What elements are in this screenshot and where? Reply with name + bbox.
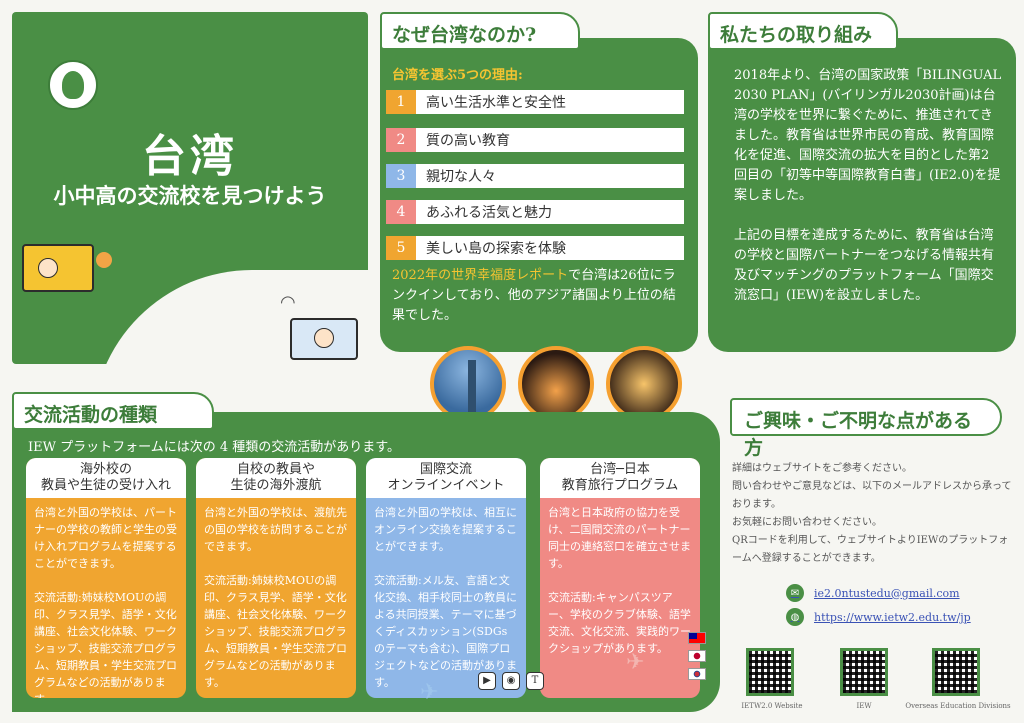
reason-number: 3: [386, 164, 416, 188]
wifi-icon: ◠: [280, 292, 296, 313]
card-description: 台湾と外国の学校は、パートナーの学校の教師と学生の受け入れプログラムを提案するこ…: [34, 506, 177, 570]
bubble-tea-photo: [606, 346, 682, 422]
report-link-text: 2022年の世界幸福度レポート: [392, 268, 569, 283]
email-link[interactable]: ie2.0ntustedu@gmail.com: [814, 586, 960, 600]
card-title-line-1: 自校の教員や: [236, 462, 315, 477]
qr-code-iew[interactable]: [840, 648, 888, 696]
card-title-line-2: 教育旅行プログラム: [561, 478, 679, 493]
initiatives-body: 2018年より、台湾の国家政策「BILINGUAL 2030 PLAN」(バイリ…: [734, 66, 1002, 306]
qr-label: IEW: [856, 702, 872, 710]
qr-label: IETW2.0 Website: [741, 702, 803, 710]
contact-line: 詳細はウェブサイトをご参考ください。: [732, 463, 912, 474]
contact-line: お気軽にお問い合わせください。: [732, 517, 882, 528]
contact-heading: ご興味・ご不明な点がある方: [730, 398, 1002, 459]
webex-icon: ◉: [502, 672, 520, 690]
taiwan-flag-icon: [688, 632, 706, 644]
reason-text: 高い生活水準と安全性: [426, 95, 566, 111]
reason-text: 美しい島の探索を体験: [426, 241, 566, 257]
email-icon: ✉: [786, 584, 804, 602]
card-online-events: 国際交流オンラインイベント 台湾と外国の学校は、相互にオンライン交換を提案するこ…: [366, 458, 526, 698]
reason-number: 4: [386, 200, 416, 224]
reason-item: 2 質の高い教育: [386, 128, 684, 152]
korea-flag-icon: [688, 668, 706, 680]
reason-number: 1: [386, 90, 416, 114]
happiness-report-note: 2022年の世界幸福度レポートで台湾は26位にランクインしており、他のアジア諸国…: [392, 266, 682, 326]
reason-number: 2: [386, 128, 416, 152]
card-description: 台湾と外国の学校は、渡航先の国の学校を訪問することができます。: [204, 506, 347, 553]
card-title-line-2: オンラインイベント: [387, 478, 505, 493]
person-laptop-illustration-icon: [22, 244, 94, 292]
card-title-line-2: 生徒の海外渡航: [230, 478, 322, 493]
qr-code-ietw-website[interactable]: [746, 648, 794, 696]
initiatives-paragraph-1: 2018年より、台湾の国家政策「BILINGUAL 2030 PLAN」(バイリ…: [734, 68, 1002, 203]
card-title-line-1: 国際交流: [419, 462, 472, 477]
reasons-lead: 台湾を選ぶ5つの理由:: [392, 68, 523, 83]
google-meet-icon: ▶: [478, 672, 496, 690]
initiatives-heading: 私たちの取り組み: [708, 12, 898, 50]
japan-flag-icon: [688, 650, 706, 662]
card-hosting: 海外校の教員や生徒の受け入れ 台湾と外国の学校は、パートナーの学校の教師と学生の…: [26, 458, 186, 698]
card-activities: 交流活動:姉妹校MOUの調印、クラス見学、語学・文化講座、社会文化体験、ワークシ…: [204, 574, 347, 689]
sky-lantern-photo: [518, 346, 594, 422]
airplane-icon: ✈: [420, 680, 439, 705]
initiatives-panel: [708, 38, 1016, 352]
why-taiwan-heading: なぜ台湾なのか?: [380, 12, 580, 50]
hero-title: 台湾: [142, 131, 238, 182]
reason-item: 3 親切な人々: [386, 164, 684, 188]
card-title-line-2: 教員や生徒の受け入れ: [40, 478, 171, 493]
card-activities: 交流活動:姉妹校MOUの調印、クラス見学、語学・文化講座、社会文化体験、ワークシ…: [34, 591, 177, 698]
reason-item: 1 高い生活水準と安全性: [386, 90, 684, 114]
card-activities: 交流活動:メル友、言語と文化交換、相手校同士の教員による共同授業、テーマに基づく…: [374, 574, 517, 689]
report-note-text: で台湾は26位にランクインしており、他のアジア諸国より上位の結果でした。: [392, 268, 676, 323]
qr-code-overseas-divisions[interactable]: [932, 648, 980, 696]
reason-number: 5: [386, 236, 416, 260]
website-row[interactable]: ◍ https://www.ietw2.edu.tw/jp: [786, 608, 971, 626]
exchange-types-heading: 交流活動の種類: [12, 392, 214, 430]
reason-text: 質の高い教育: [426, 133, 510, 149]
reason-item: 5 美しい島の探索を体験: [386, 236, 684, 260]
card-activities: 交流活動:キャンパスツアー、学校のクラブ体験、語学交流、文化交流、実践的ワークシ…: [548, 591, 691, 655]
reason-text: あふれる活気と魅力: [426, 205, 552, 221]
contact-body: 詳細はウェブサイトをご参考ください。 問い合わせやご意見などは、以下のメールアド…: [732, 460, 1016, 568]
contact-line: 問い合わせやご意見などは、以下のメールアドレスから承っております。: [732, 481, 1012, 510]
card-taiwan-japan-trip: 台湾─日本教育旅行プログラム 台湾と日本政府の協力を受け、二国間交流のパートナー…: [540, 458, 700, 698]
globe-icon: ◍: [786, 608, 804, 626]
teams-icon: T: [526, 672, 544, 690]
exchange-lead: IEW プラットフォームには次の 4 種類の交流活動があります。: [28, 440, 400, 455]
reason-text: 親切な人々: [426, 169, 496, 185]
mail-icon: [96, 252, 112, 268]
contact-line: QRコードを利用して、ウェブサイトよりIEWのプラットフォームへ登録することがで…: [732, 535, 1009, 564]
website-link[interactable]: https://www.ietw2.edu.tw/jp: [814, 610, 971, 624]
person-video-call-illustration-icon: [290, 318, 358, 360]
card-description: 台湾と外国の学校は、相互にオンライン交換を提案することができます。: [374, 506, 517, 553]
hero-subtitle: 小中高の交流校を見つけよう: [53, 183, 327, 208]
email-row[interactable]: ✉ ie2.0ntustedu@gmail.com: [786, 584, 960, 602]
card-description: 台湾と日本政府の協力を受け、二国間交流のパートナー同士の連絡窓口を確立させます。: [548, 506, 691, 570]
initiatives-paragraph-2: 上記の目標を達成するために、教育省は台湾の学校と国際パートナーをつなげる情報共有…: [734, 228, 995, 303]
card-title-line-1: 台湾─日本: [590, 462, 650, 477]
qr-label: Overseas Education Divisions: [905, 702, 1011, 710]
ministry-logo-icon: [48, 60, 98, 110]
card-title-line-1: 海外校の: [79, 462, 132, 477]
card-overseas-travel: 自校の教員や生徒の海外渡航 台湾と外国の学校は、渡航先の国の学校を訪問することが…: [196, 458, 356, 698]
taipei-101-photo: [430, 346, 506, 422]
airplane-icon: ✈: [626, 650, 645, 675]
reason-item: 4 あふれる活気と魅力: [386, 200, 684, 224]
